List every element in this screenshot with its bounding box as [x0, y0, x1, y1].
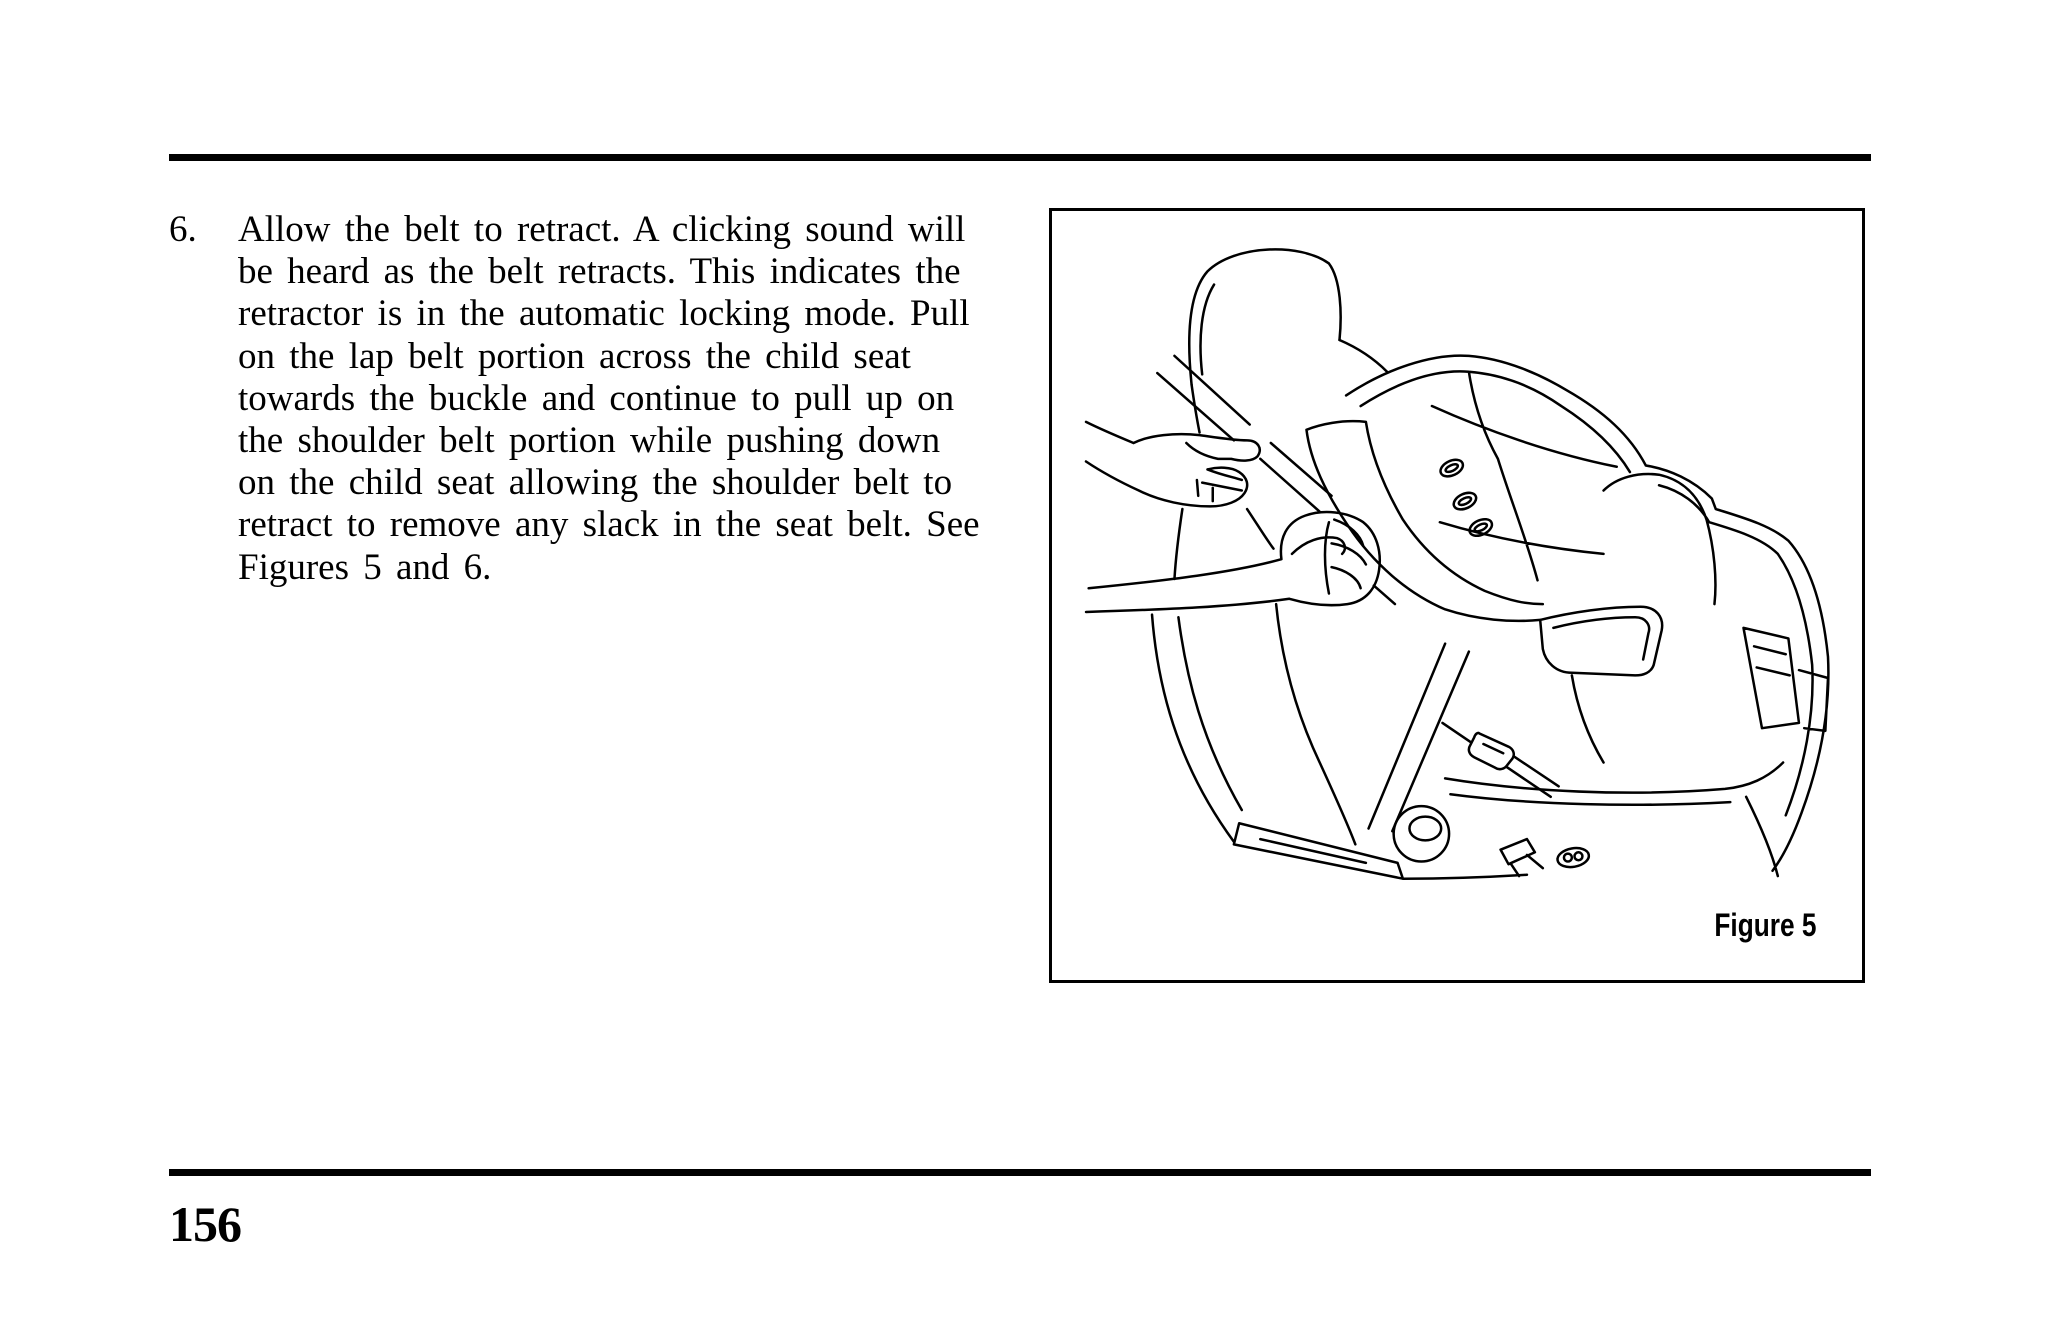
anchor-clip-hole-drawing	[1562, 852, 1574, 863]
anchor-clip-drawing	[1556, 846, 1591, 869]
harness-slot-drawing	[1457, 496, 1473, 507]
figure-caption: Figure 5	[1713, 907, 1816, 943]
headrest-drawing	[1187, 248, 1342, 387]
buckle-drawing	[1467, 731, 1516, 771]
figure-box: Figure 5	[1049, 208, 1865, 983]
step-text-line-8: retract to remove any slack in the seat …	[238, 504, 980, 546]
step-text-line-3: retractor is in the automatic locking mo…	[238, 293, 970, 335]
step-text-line-2: be heard as the belt retracts. This indi…	[238, 251, 961, 293]
harness-slot-drawing	[1439, 458, 1465, 478]
step-number: 6.	[169, 209, 197, 250]
harness-slot-drawing	[1444, 463, 1460, 474]
page-number: 156	[169, 1196, 242, 1252]
bottom-rule	[169, 1169, 1871, 1176]
figure-illustration	[1084, 248, 1830, 880]
seat-belt-drawing	[1156, 354, 1560, 799]
step-text-line-7: on the child seat allowing the shoulder …	[238, 462, 953, 504]
step-text-line-6: the shoulder belt portion while pushing …	[238, 419, 941, 461]
lower-hand-drawing	[1084, 510, 1381, 614]
child-seat-drawing	[1305, 354, 1830, 878]
step-text-line-5: towards the buckle and continue to pull …	[238, 377, 955, 419]
recliner-knob-inner-drawing	[1408, 815, 1443, 842]
harness-slot-drawing	[1468, 517, 1494, 538]
step-text: Allow the belt to retract. A clicking so…	[238, 209, 1008, 589]
top-rule	[169, 154, 1871, 161]
harness-slot-drawing	[1452, 491, 1478, 511]
step-text-line-9: Figures 5 and 6.	[238, 546, 492, 588]
step-text-line-1: Allow the belt to retract. A clicking so…	[238, 209, 966, 250]
harness-slot-drawing	[1473, 522, 1489, 533]
step-text-line-4: on the lap belt portion across the child…	[238, 335, 911, 377]
anchor-clip-hole-drawing	[1573, 851, 1584, 862]
upper-hand-drawing	[1084, 420, 1261, 508]
latch-drawing	[1499, 837, 1545, 878]
vehicle-seat-drawing	[1150, 338, 1529, 880]
